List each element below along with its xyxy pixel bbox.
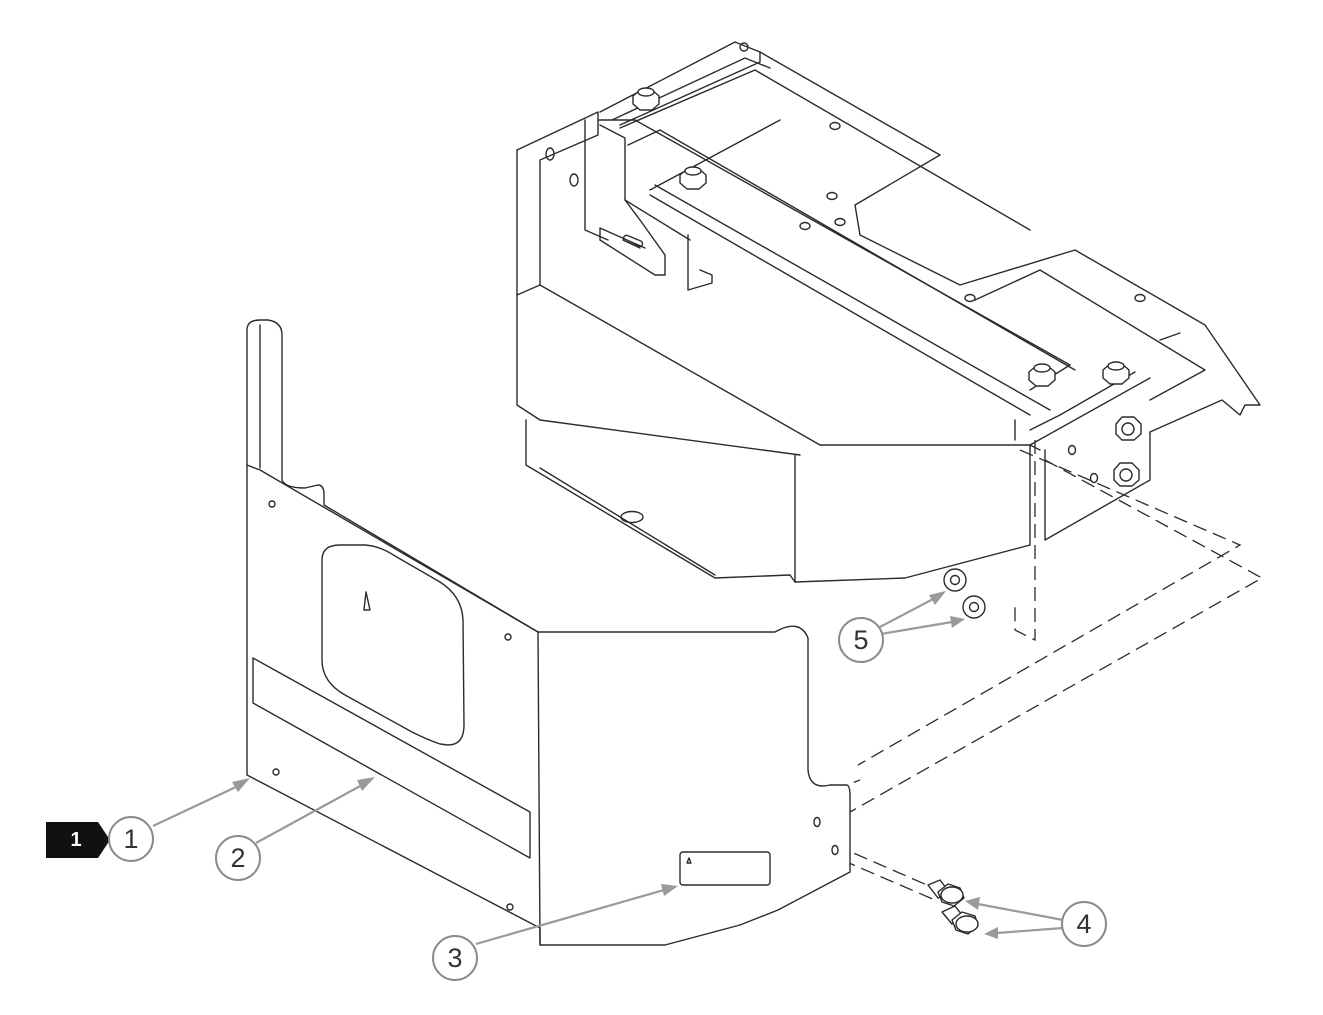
callout-2-label: 2 — [230, 843, 245, 873]
frame-assembly — [516, 41, 1261, 583]
leader-lines — [152, 591, 1064, 946]
callout-4: 4 — [1061, 901, 1107, 947]
callout-1: 1 — [108, 816, 154, 862]
hex-bolt-icon — [679, 166, 707, 190]
hex-bolt-icon — [1115, 416, 1142, 441]
callout-4-label: 4 — [1076, 909, 1091, 939]
callout-1-label: 1 — [123, 824, 138, 854]
flange-bolt-icon — [927, 879, 965, 907]
hex-bolt-icon — [632, 87, 660, 111]
hex-bolt-icon — [1102, 361, 1130, 385]
guard-plate — [246, 319, 851, 946]
assembly-guide-lines — [794, 440, 1264, 901]
hex-bolt-icon — [1113, 462, 1140, 487]
callout-2: 2 — [215, 835, 261, 881]
washer-icon — [962, 595, 986, 619]
callout-5-label: 5 — [853, 625, 868, 655]
callout-3: 3 — [432, 935, 478, 981]
reference-tag-label: 1 — [70, 829, 81, 851]
hex-bolt-icon — [1028, 363, 1056, 387]
callout-5: 5 — [838, 617, 884, 663]
washer-icon — [943, 568, 967, 592]
flange-bolt-icon — [941, 905, 979, 935]
callout-3-label: 3 — [447, 943, 462, 973]
reference-tag: 1 — [46, 822, 110, 858]
